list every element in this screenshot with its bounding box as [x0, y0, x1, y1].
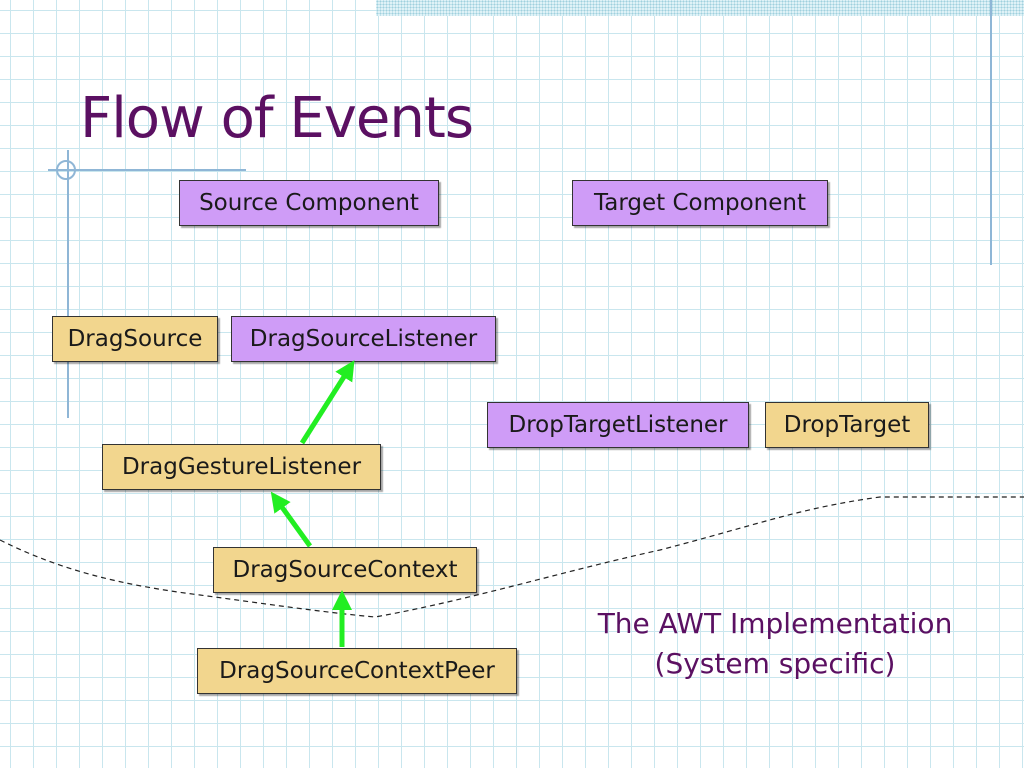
drag-source-listener-label: DragSourceListener: [249, 326, 478, 352]
target-component-box: Target Component: [572, 180, 828, 226]
drag-source-listener-box: DragSourceListener: [231, 316, 496, 362]
target-component-label: Target Component: [594, 190, 806, 216]
drag-source-context-peer-box: DragSourceContextPeer: [197, 648, 517, 694]
caption-line-1: The AWT Implementation: [597, 607, 953, 640]
caption-line-2: (System specific): [654, 647, 896, 680]
awt-implementation-caption: The AWT Implementation (System specific): [570, 604, 980, 684]
source-component-label: Source Component: [199, 190, 419, 216]
implementation-boundary-line: [0, 496, 1024, 618]
drop-target-box: DropTarget: [765, 402, 929, 448]
drag-gesture-listener-box: DragGestureListener: [102, 444, 381, 490]
drag-gesture-listener-label: DragGestureListener: [121, 454, 362, 480]
accent-circle: [56, 160, 76, 180]
drag-source-label: DragSource: [67, 326, 203, 352]
slide-title: Flow of Events: [80, 86, 474, 151]
drag-source-context-peer-label: DragSourceContextPeer: [219, 658, 495, 684]
drag-source-context-box: DragSourceContext: [213, 547, 477, 593]
top-pattern-band: [376, 0, 1024, 16]
drag-source-context-label: DragSourceContext: [232, 557, 458, 583]
arrow-context-to-gesture-listener: [270, 491, 313, 548]
arrow-gesture-listener-to-source-listener: [299, 360, 355, 445]
drop-target-listener-box: DropTargetListener: [487, 402, 749, 448]
drop-target-label: DropTarget: [783, 412, 911, 438]
drag-source-box: DragSource: [52, 316, 218, 362]
source-component-box: Source Component: [179, 180, 439, 226]
drop-target-listener-label: DropTargetListener: [508, 412, 728, 438]
